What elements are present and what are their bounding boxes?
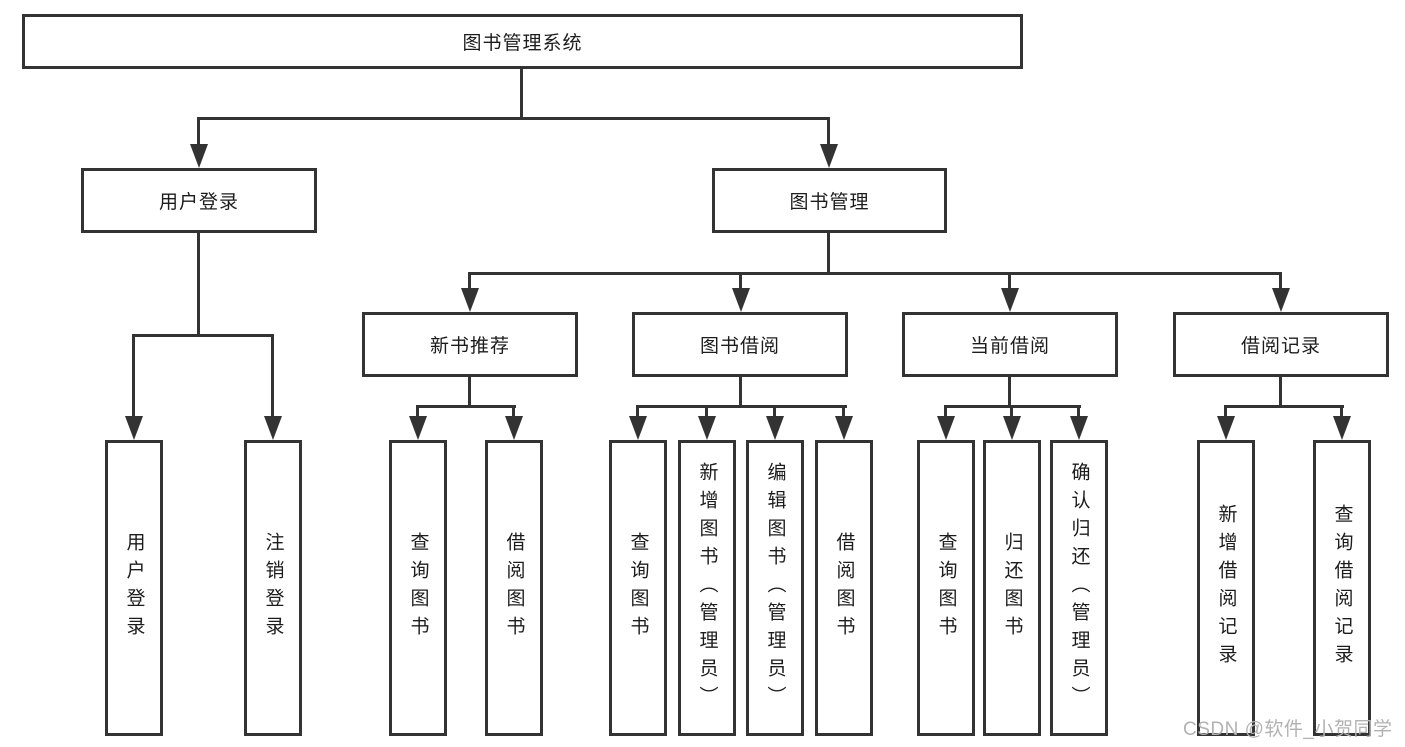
connector-line <box>1010 405 1013 418</box>
node-label: 借阅记录 <box>1240 336 1321 357</box>
connector-line <box>1224 405 1227 418</box>
connector-line <box>1340 405 1343 418</box>
connector-line <box>1008 377 1011 407</box>
node-label: 注销登录 <box>262 532 284 644</box>
node-book-borrow: 图书借阅 <box>632 312 848 377</box>
connector-line <box>132 334 274 337</box>
node-label: 查询图书 <box>407 532 429 644</box>
arrow-down-icon <box>1272 288 1290 312</box>
connector-line <box>197 233 200 336</box>
leaf-confirm-return-admin: 确认归还（管理员） <box>1050 440 1108 736</box>
connector-line <box>198 117 830 120</box>
arrow-down-icon <box>1003 416 1021 440</box>
node-label: 图书管理 <box>789 192 870 213</box>
arrow-down-icon <box>766 416 784 440</box>
connector-line <box>827 233 830 275</box>
arrow-down-icon <box>820 144 838 168</box>
leaf-add-borrow-record: 新增借阅记录 <box>1197 440 1255 736</box>
node-label: 借阅图书 <box>503 532 525 644</box>
connector-line <box>520 69 523 117</box>
connector-line <box>132 334 135 418</box>
leaf-borrow-books-recommend: 借阅图书 <box>485 440 543 736</box>
arrow-down-icon <box>505 416 523 440</box>
connector-line <box>468 272 471 290</box>
node-label: 归还图书 <box>1001 532 1023 644</box>
arrow-down-icon <box>461 288 479 312</box>
node-user-login: 用户登录 <box>81 168 317 233</box>
connector-line <box>636 405 639 418</box>
node-label: 查询图书 <box>627 532 649 644</box>
node-label: 新增图书（管理员） <box>696 462 718 714</box>
arrow-down-icon <box>937 416 955 440</box>
node-label: 图书借阅 <box>699 336 780 357</box>
connector-line <box>773 405 776 418</box>
node-new-book-recommend: 新书推荐 <box>362 312 578 377</box>
leaf-edit-book-admin: 编辑图书（管理员） <box>746 440 804 736</box>
connector-line <box>1279 272 1282 290</box>
node-label: 图书管理系统 <box>462 33 583 54</box>
connector-line <box>271 334 274 418</box>
connector-line <box>416 405 419 418</box>
leaf-query-books-borrow: 查询图书 <box>609 440 667 736</box>
connector-line <box>1279 377 1282 407</box>
arrow-down-icon <box>1070 416 1088 440</box>
node-label: 查询借阅记录 <box>1331 504 1353 672</box>
node-label: 编辑图书（管理员） <box>764 462 786 714</box>
watermark-text: CSDN @软件_小贺同学 <box>1183 719 1393 740</box>
connector-line <box>739 377 742 407</box>
arrow-down-icon <box>1333 416 1351 440</box>
node-label: 确认归还（管理员） <box>1068 462 1090 714</box>
connector-line <box>468 377 471 407</box>
leaf-logout: 注销登录 <box>244 440 302 736</box>
arrow-down-icon <box>125 416 143 440</box>
connector-line <box>705 405 708 418</box>
node-borrow-records: 借阅记录 <box>1173 312 1389 377</box>
arrow-down-icon <box>629 416 647 440</box>
leaf-query-books-recommend: 查询图书 <box>389 440 447 736</box>
node-label: 借阅图书 <box>833 532 855 644</box>
arrow-down-icon <box>190 144 208 168</box>
arrow-down-icon <box>1217 416 1235 440</box>
connector-line <box>636 405 847 408</box>
leaf-query-books-current: 查询图书 <box>917 440 975 736</box>
arrow-down-icon <box>835 416 853 440</box>
arrow-down-icon <box>409 416 427 440</box>
leaf-borrow-books: 借阅图书 <box>815 440 873 736</box>
connector-line <box>842 405 845 418</box>
connector-line <box>468 272 1282 275</box>
connector-line <box>1224 405 1344 408</box>
node-book-management: 图书管理 <box>712 168 947 233</box>
connector-line <box>512 405 515 418</box>
connector-line <box>1077 405 1080 418</box>
node-label: 新书推荐 <box>429 336 510 357</box>
arrow-down-icon <box>1001 288 1019 312</box>
connector-line <box>197 117 200 146</box>
arrow-down-icon <box>698 416 716 440</box>
arrow-down-icon <box>732 288 750 312</box>
node-label: 用户登录 <box>158 192 239 213</box>
connector-line <box>1008 272 1011 290</box>
leaf-user-login: 用户登录 <box>105 440 163 736</box>
leaf-add-book-admin: 新增图书（管理员） <box>678 440 736 736</box>
leaf-query-borrow-record: 查询借阅记录 <box>1313 440 1371 736</box>
node-label: 用户登录 <box>123 532 145 644</box>
leaf-return-book: 归还图书 <box>983 440 1041 736</box>
arrow-down-icon <box>264 416 282 440</box>
node-label: 查询图书 <box>935 532 957 644</box>
connector-line <box>827 117 830 146</box>
node-label: 当前借阅 <box>969 336 1050 357</box>
connector-line <box>416 405 516 408</box>
node-root: 图书管理系统 <box>22 14 1023 69</box>
connector-line <box>944 405 947 418</box>
connector-line <box>739 272 742 290</box>
node-current-borrow: 当前借阅 <box>902 312 1118 377</box>
node-label: 新增借阅记录 <box>1215 504 1237 672</box>
